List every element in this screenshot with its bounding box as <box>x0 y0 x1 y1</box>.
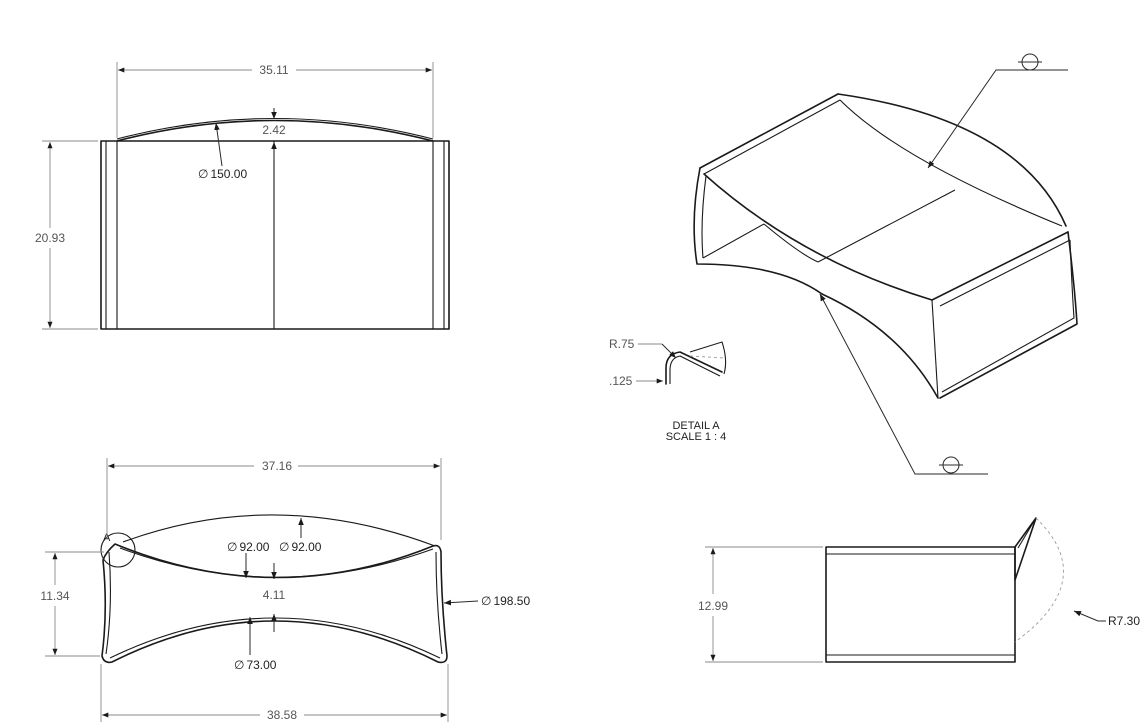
iso-inner-curve <box>763 223 819 263</box>
iso-left-end-inner <box>701 175 707 259</box>
iso-left-end <box>693 167 823 295</box>
iso-bottom-arc-inner <box>702 223 765 259</box>
bottom-width-dim: 38.58 <box>267 708 297 722</box>
flange-radius-leader <box>1073 610 1106 622</box>
side-view: 12.99 R7.30 <box>698 517 1140 663</box>
iso-back-arc <box>837 93 1067 227</box>
detail-a-title: DETAIL A <box>672 420 720 432</box>
detail-a-radius: R.75 <box>609 337 635 351</box>
iso-right-end <box>939 231 1078 399</box>
detail-a-thickness: .125 <box>609 374 633 388</box>
iso-bottom-arc <box>821 293 939 399</box>
depth-dim: 11.34 <box>40 589 69 603</box>
side-view-swing-arc <box>1014 517 1064 643</box>
side-arc-diameter-label: ∅198.50 <box>481 594 530 608</box>
iso-front-face-top <box>931 231 1069 301</box>
front-width-dim: 35.11 <box>259 63 288 77</box>
iso-upper-leader <box>927 69 1068 169</box>
detail-a-profile-inner <box>669 355 721 384</box>
top-view-left-edge-inner <box>105 551 112 655</box>
top-view-outline <box>101 543 448 664</box>
front-view: 35.11 2.42 ∅150.00 20.93 <box>35 62 450 330</box>
arc-diameter-label: ∅150.00 <box>198 167 247 181</box>
iso-back-inner-arc <box>839 99 1063 227</box>
front-view-top-arc <box>116 119 434 142</box>
top-view-right-edge-inner <box>435 551 443 655</box>
side-view-flange-inner <box>1017 517 1037 549</box>
iso-outline-top <box>699 93 839 169</box>
iso-front-left-edge <box>931 299 939 399</box>
iso-front-face-top-2 <box>939 239 1071 307</box>
iso-crease <box>817 189 956 263</box>
upper-arc-diameter-left-label: ∅92.00 <box>227 540 270 554</box>
detail-a-radius-leader-2 <box>661 343 677 359</box>
iso-outline-top-2 <box>703 99 841 175</box>
lower-arc-diameter-label: ∅73.00 <box>234 658 277 672</box>
side-view-flange <box>1014 517 1037 581</box>
waist-dim: 4.11 <box>263 588 286 602</box>
front-height-dim: 20.93 <box>35 231 65 245</box>
top-view-lower-arc-inner <box>109 617 441 659</box>
top-width-dim: 37.16 <box>262 459 292 473</box>
detail-a: R.75 .125 DETAIL A SCALE 1 : 4 <box>609 337 726 443</box>
top-view-upper-arc <box>122 514 436 547</box>
detail-a-dashed-center <box>689 355 725 359</box>
detail-a-callout-circle <box>100 532 136 568</box>
iso-right-end-inner <box>941 239 1075 393</box>
top-view: A 37.16 38.58 11.34 ∅92.00 ∅92.00 4.11 ∅… <box>40 458 530 722</box>
flange-radius-label: R7.30 <box>1108 614 1140 628</box>
isometric-view <box>693 53 1078 475</box>
arc-diameter-leader <box>214 122 223 167</box>
iso-front-top-arc <box>703 173 933 301</box>
detail-a-scale: SCALE 1 : 4 <box>666 431 727 443</box>
detail-a-break-arc <box>689 341 727 375</box>
arc-height-dim: 2.42 <box>262 123 286 137</box>
side-view-outline <box>825 546 1016 663</box>
iso-lower-leader <box>819 293 988 475</box>
front-view-outline <box>100 140 450 330</box>
side-arc-leader <box>443 599 479 606</box>
side-height-dim: 12.99 <box>698 599 728 613</box>
upper-arc-diameter-right-label: ∅92.00 <box>279 540 322 554</box>
